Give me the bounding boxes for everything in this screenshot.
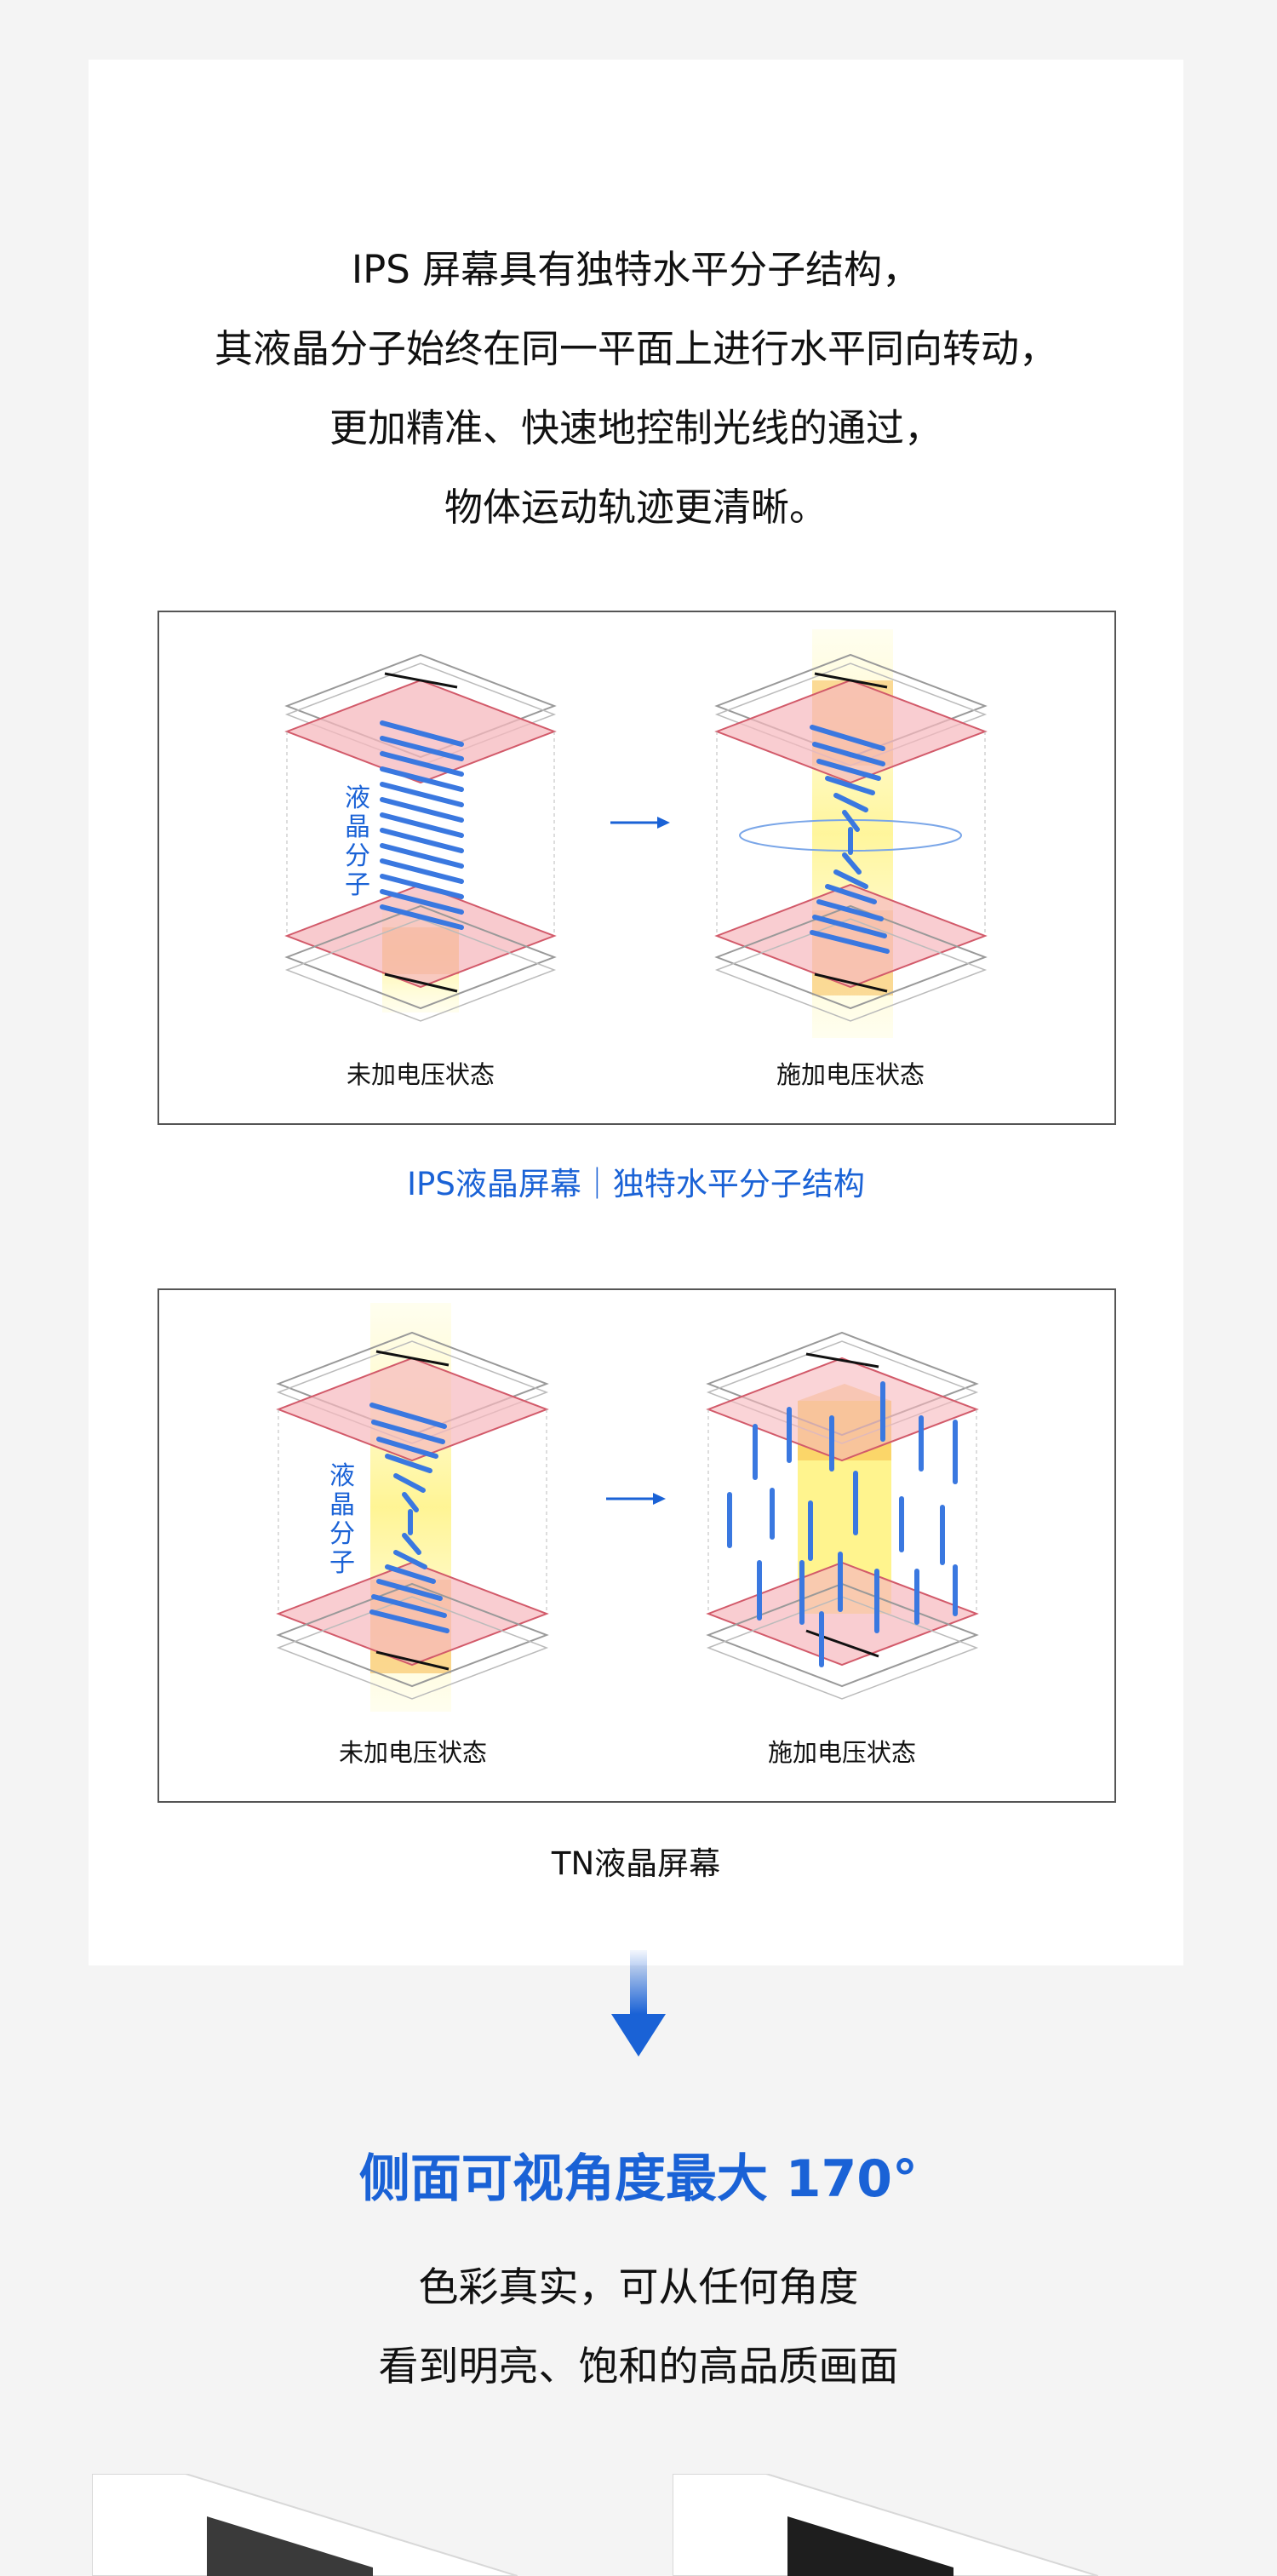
ips-right-state-label: 施加电压状态 bbox=[776, 1060, 925, 1089]
tn-molecule-label-1: 液 bbox=[329, 1462, 355, 1490]
ips-left-state-label: 未加电压状态 bbox=[346, 1060, 495, 1089]
ips-left-stack bbox=[284, 653, 557, 1022]
ips-molecule-label-4: 子 bbox=[345, 871, 370, 899]
monitor-thumbnail-right bbox=[673, 2474, 1098, 2576]
intro-line-1: IPS 屏幕具有独特水平分子结构， bbox=[351, 247, 921, 292]
tn-right-state-label: 施加电压状态 bbox=[767, 1738, 916, 1767]
ips-diagram: 液 晶 分 子 bbox=[157, 611, 1116, 1125]
tn-molecule-label-4: 子 bbox=[329, 1549, 355, 1577]
tn-left-state-label: 未加电压状态 bbox=[338, 1738, 487, 1767]
viewing-line-1: 色彩真实，可从任何角度 bbox=[418, 2264, 859, 2311]
arrow-right-icon bbox=[606, 1493, 666, 1505]
tn-illustration: 液 晶 分 子 bbox=[276, 1303, 979, 1712]
intro-line-2: 其液晶分子始终在同一平面上进行水平同向转动， bbox=[214, 326, 1057, 371]
arrow-right-icon bbox=[610, 817, 670, 829]
intro-line-4: 物体运动轨迹更清晰。 bbox=[444, 485, 827, 530]
ips-molecule-label-3: 分 bbox=[345, 842, 370, 870]
tn-right-stack bbox=[706, 1331, 979, 1700]
viewing-line-2: 看到明亮、饱和的高品质画面 bbox=[378, 2344, 899, 2390]
intro-line-3: 更加精准、快速地控制光线的通过， bbox=[329, 405, 942, 450]
tn-molecule-label-2: 晶 bbox=[329, 1491, 355, 1519]
tn-caption: TN液晶屏幕 bbox=[551, 1845, 721, 1882]
monitor-thumbnail-left bbox=[92, 2474, 518, 2576]
intro-text: IPS 屏幕具有独特水平分子结构， 其液晶分子始终在同一平面上进行水平同向转动，… bbox=[89, 230, 1183, 547]
ips-right-stack bbox=[714, 629, 988, 1038]
tn-left-stack bbox=[276, 1303, 549, 1712]
ips-illustration: 液 晶 分 子 bbox=[284, 629, 988, 1038]
viewing-angle-description: 色彩真实，可从任何角度 看到明亮、饱和的高品质画面 bbox=[0, 2248, 1277, 2407]
ips-caption: IPS液晶屏幕｜独特水平分子结构 bbox=[407, 1166, 865, 1202]
arrow-down-icon bbox=[611, 1950, 666, 2057]
tn-molecule-label-3: 分 bbox=[329, 1520, 355, 1548]
tn-diagram: 液 晶 分 子 bbox=[157, 1288, 1116, 1803]
ips-molecule-label-2: 晶 bbox=[345, 813, 370, 841]
viewing-angle-headline: 侧面可视角度最大 170° bbox=[358, 2149, 919, 2209]
ips-molecule-label-1: 液 bbox=[345, 784, 370, 812]
